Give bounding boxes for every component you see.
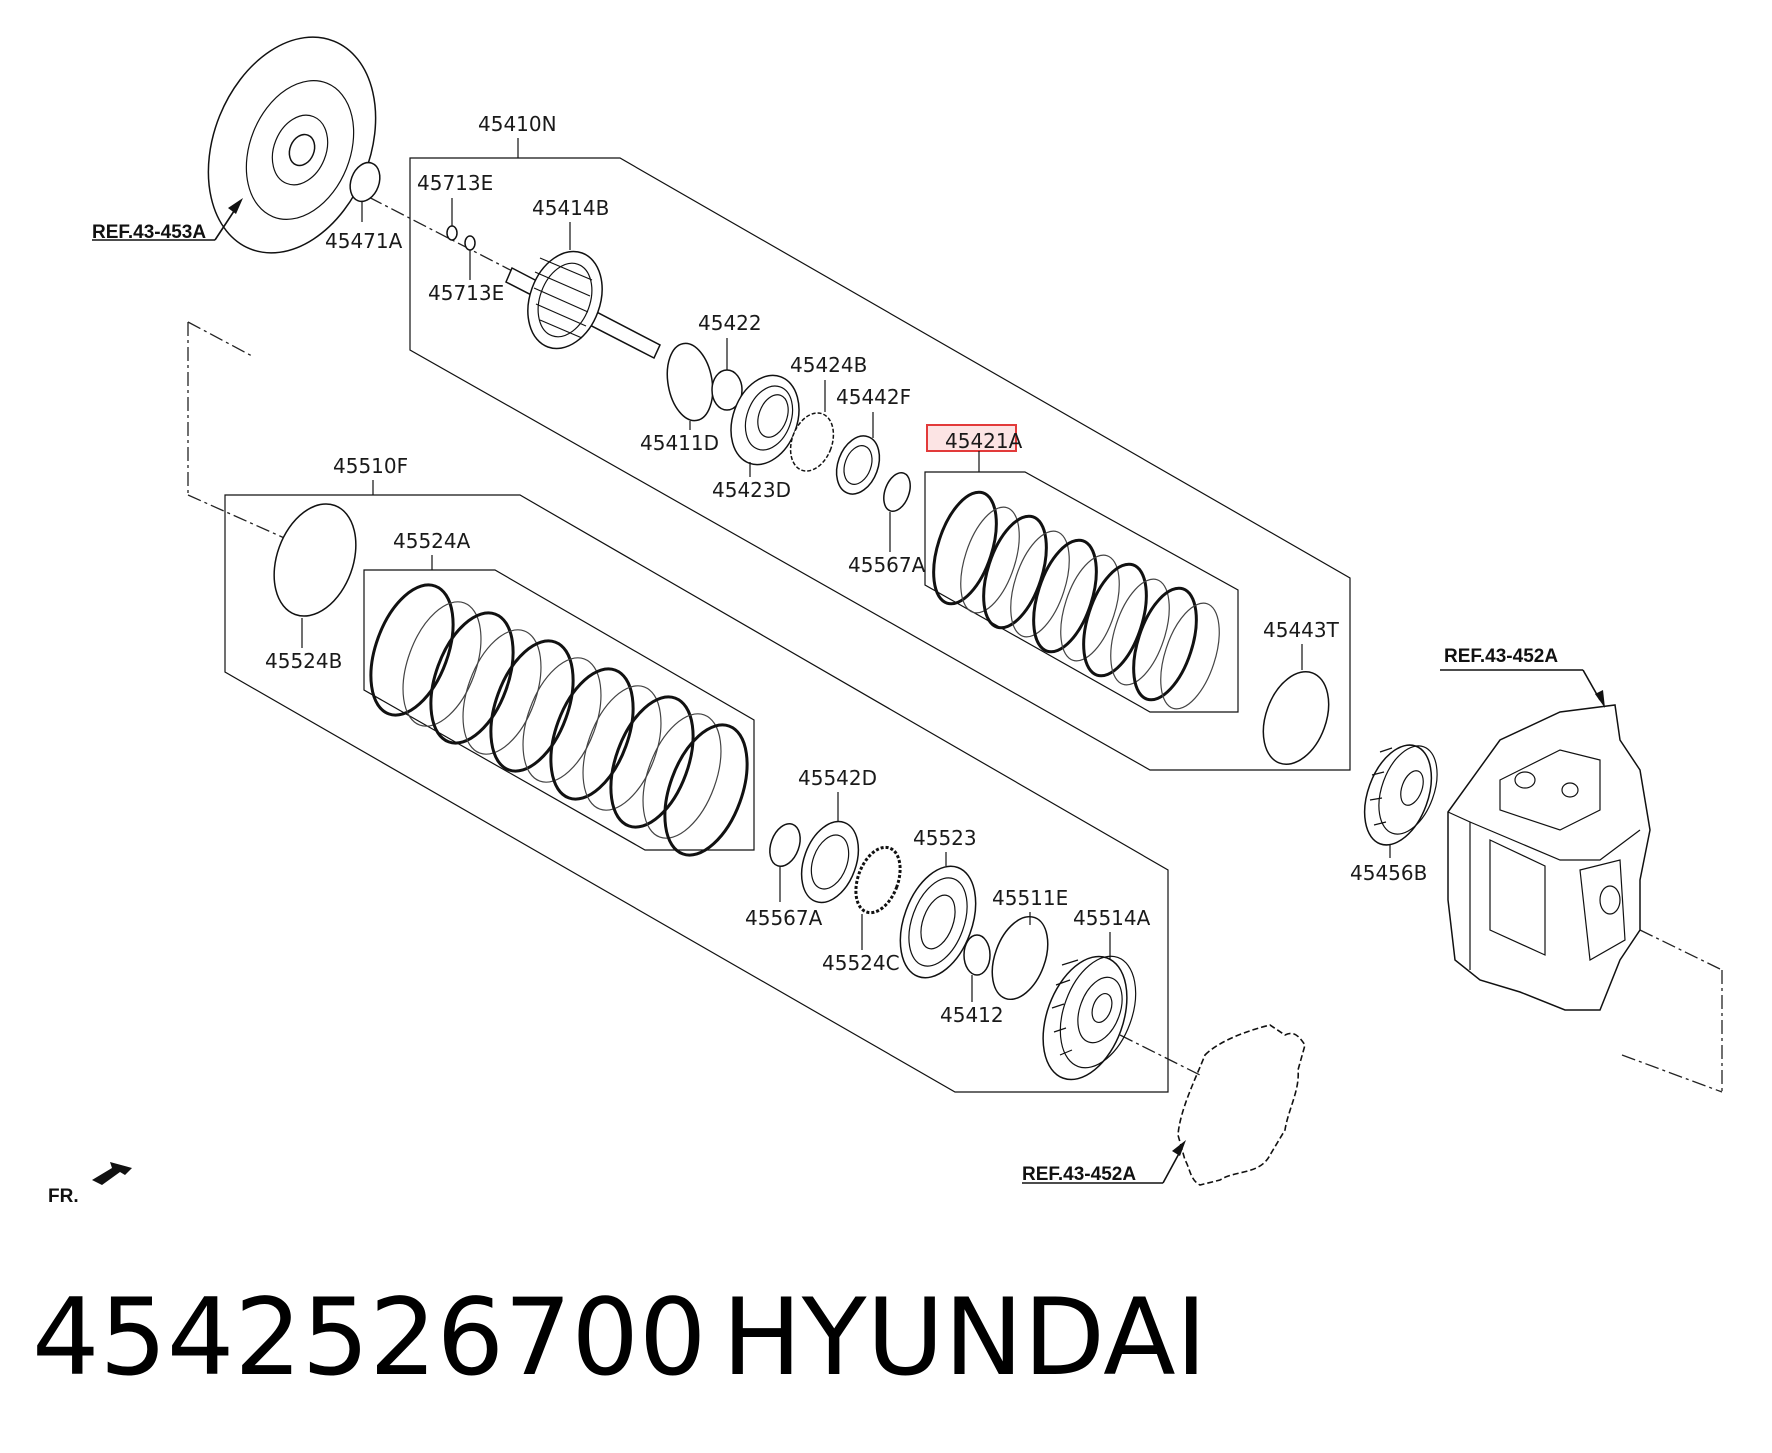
seal-45713E-a [446, 225, 458, 241]
spring-45424B [789, 412, 835, 472]
axis-line-upper [257, 139, 521, 276]
piston-45523 [899, 865, 977, 979]
transmission-case [1447, 704, 1651, 1011]
label-45443T: 45443T [1263, 618, 1340, 642]
label-45424B: 45424B [790, 353, 867, 377]
label-45713E-bottom: 45713E [428, 281, 504, 305]
label-45524C: 45524C [822, 951, 900, 975]
gear-45456B [1363, 744, 1438, 846]
snap-ring-45443T [1262, 670, 1330, 766]
label-45410N: 45410N [478, 112, 557, 136]
ring-45511E [991, 915, 1049, 1001]
ring-45411D [666, 342, 714, 422]
ring-45471A [349, 161, 381, 203]
retainer-45442F [835, 435, 881, 495]
label-45411D: 45411D [640, 431, 719, 455]
label-45414B: 45414B [532, 196, 609, 220]
label-45421A[interactable]: 45421A [945, 429, 1023, 453]
label-45567A-lower: 45567A [745, 906, 823, 930]
ring-45412 [963, 934, 991, 976]
spring-45524C [854, 845, 902, 915]
label-45514A: 45514A [1073, 906, 1151, 930]
group-outline-45421A [924, 471, 1239, 713]
housing-cover-outline [1177, 1024, 1306, 1186]
label-45471A: 45471A [325, 229, 403, 253]
label-45510F: 45510F [333, 454, 408, 478]
label-45412: 45412 [940, 1003, 1004, 1027]
direction-label: FR. [48, 1186, 79, 1207]
label-45542D: 45542D [798, 766, 877, 790]
group-outline-45524A [363, 569, 755, 851]
axis-line-left-mid [187, 494, 301, 546]
group-outline-45510F [224, 494, 1169, 1093]
label-45423D: 45423D [712, 478, 791, 502]
ref-label-452a-bottom: REF.43-452A [1022, 1164, 1136, 1185]
label-45524B: 45524B [265, 649, 342, 673]
label-45442F: 45442F [836, 385, 911, 409]
snap-ring-45567A-upper [883, 472, 911, 512]
axis-line-right [1639, 929, 1723, 971]
piston-45423D [730, 374, 800, 466]
retainer-45542D [800, 820, 860, 904]
label-45511E: 45511E [992, 886, 1068, 910]
brand-name: HYUNDAI [722, 1276, 1207, 1399]
input-shaft-45414B [505, 250, 661, 360]
label-45524A: 45524A [393, 529, 471, 553]
axis-line-right-bottom [1621, 1054, 1723, 1093]
group-outline-45410N [409, 157, 1351, 771]
front-direction-indicator: FR. [48, 1162, 132, 1207]
part-number: 4542526700 [32, 1276, 707, 1399]
highlight-box-45421A [926, 424, 1017, 452]
label-45567A-upper: 45567A [848, 553, 926, 577]
ref-label-453a: REF.43-453A [92, 222, 206, 243]
snap-ring-45567A-lower [769, 823, 801, 867]
label-45713E-top: 45713E [417, 171, 493, 195]
clutch-pack-45421A [932, 490, 1220, 710]
seal-45713E-b [464, 235, 476, 251]
ref-label-452a-top: REF.43-452A [1444, 646, 1558, 667]
torque-converter [207, 36, 377, 254]
label-45422: 45422 [698, 311, 762, 335]
axis-line-lower [1119, 1034, 1201, 1076]
label-45523: 45523 [913, 826, 977, 850]
axis-line-left-top [187, 321, 253, 357]
arrow-icon [92, 1162, 132, 1185]
clutch-pack-45524A [369, 583, 749, 857]
label-45456B: 45456B [1350, 861, 1427, 885]
drum-45514A [1042, 955, 1137, 1081]
snap-ring-45524B [273, 503, 357, 617]
